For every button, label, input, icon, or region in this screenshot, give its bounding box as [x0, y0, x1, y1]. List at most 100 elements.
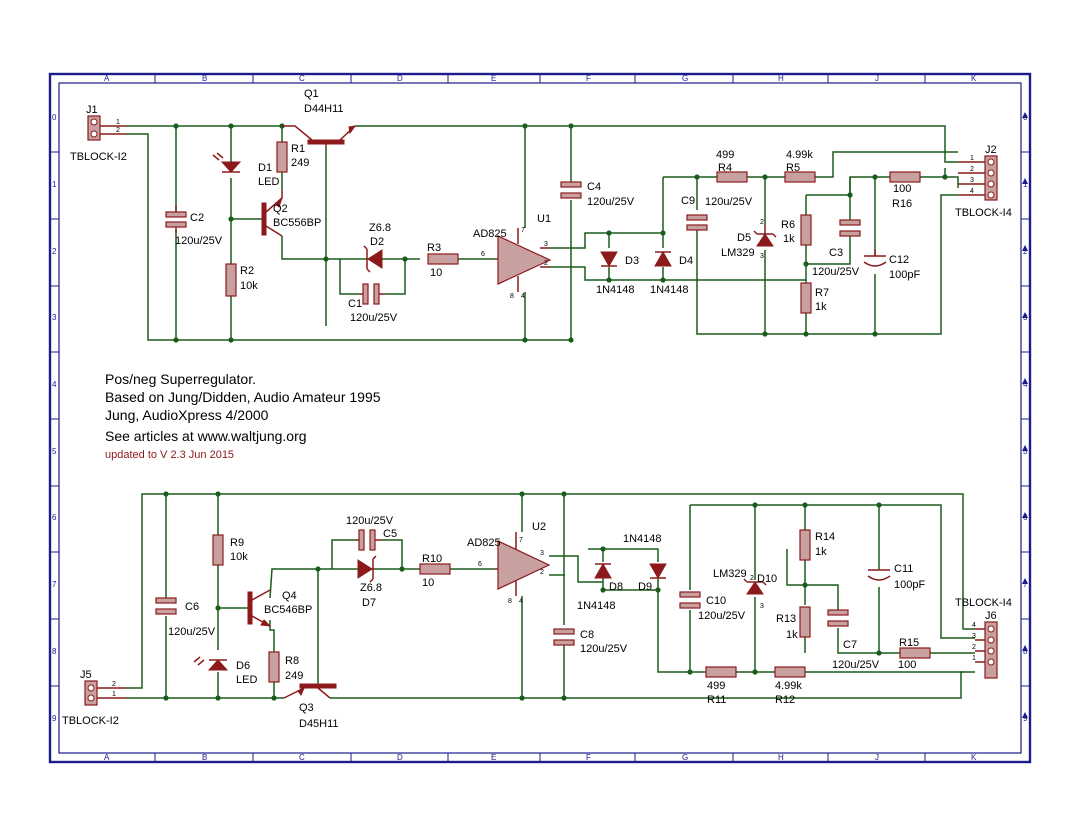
c11-ref: C11 — [894, 563, 913, 575]
zone-col-b-top: B — [202, 74, 207, 83]
resistor-r1: R1 249 — [276, 141, 309, 173]
c2-ref: C2 — [190, 212, 204, 224]
svg-text:4: 4 — [519, 598, 523, 605]
note-website: See articles at www.waltjung.org — [105, 428, 307, 444]
capacitor-c1: C1 120u/25V — [348, 283, 398, 324]
c7-ref: C7 — [843, 639, 857, 651]
transistor-q1: Q1 D44H11 — [282, 88, 357, 147]
zone-row-1-right: 1 — [1023, 180, 1028, 189]
zone-col-d-bottom: D — [397, 753, 403, 762]
j1-ref: J1 — [86, 104, 98, 116]
resistor-r4: 499 R4 — [716, 149, 748, 183]
c10-value: 120u/25V — [698, 610, 746, 622]
svg-text:1: 1 — [972, 655, 976, 662]
resistor-r12: 4.99k R12 — [774, 666, 806, 706]
zone-col-j-bottom: J — [875, 753, 879, 762]
capacitor-c3: C3 120u/25V — [812, 219, 861, 278]
capacitor-c12: C12 100pF — [863, 250, 920, 281]
capacitor-c10: C10 120u/25V — [679, 591, 746, 622]
zone-row-2-left: 2 — [52, 247, 57, 256]
resistor-r5: 4.99k R5 — [784, 149, 816, 183]
r9-ref: R9 — [230, 537, 244, 549]
svg-text:2: 2 — [760, 219, 764, 226]
resistor-r15: R15 100 — [898, 637, 931, 671]
q1-ref: Q1 — [304, 88, 319, 100]
c10-ref: C10 — [706, 595, 726, 607]
d6-ref: D6 — [236, 660, 250, 672]
svg-text:3: 3 — [544, 241, 548, 248]
opamp-u2: 6 3 2 7 4 8 U2 AD825 — [467, 521, 551, 605]
zone-row-8-left: 8 — [52, 647, 57, 656]
r5-ref: R5 — [786, 162, 800, 174]
r10-value: 10 — [422, 577, 434, 589]
diode-d4: D4 1N4148 — [650, 250, 693, 296]
reference-d10: 2 3 LM329 D10 — [713, 568, 777, 610]
zone-col-k-bottom: K — [971, 753, 977, 762]
zone-col-a-top: A — [104, 74, 110, 83]
zener-d7: Z6.8 D7 — [357, 555, 382, 609]
zone-col-e-bottom: E — [491, 753, 496, 762]
u2-ref: U2 — [532, 521, 546, 533]
c12-value: 100pF — [889, 269, 920, 281]
u2-value: AD825 — [467, 537, 501, 549]
r15-value: 100 — [898, 659, 916, 671]
c3-value: 120u/25V — [812, 266, 860, 278]
note-based-on: Based on Jung/Didden, Audio Amateur 1995 — [105, 389, 381, 405]
d2-value: Z6.8 — [369, 222, 391, 234]
r14-value: 1k — [815, 546, 827, 558]
zone-row-6-right: 6 — [1023, 513, 1028, 522]
zone-ticks — [50, 74, 1030, 762]
zone-row-8-right: 8 — [1023, 647, 1028, 656]
zone-arrows — [1022, 112, 1028, 718]
r5-value: 4.99k — [786, 149, 813, 161]
connector-j2: 1 2 3 4 J2 TBLOCK-I4 — [955, 144, 1012, 219]
capacitor-c4: C4 120u/25V — [560, 181, 635, 208]
r1-ref: R1 — [291, 143, 305, 155]
d1-value: LED — [258, 176, 279, 188]
svg-text:8: 8 — [508, 598, 512, 605]
bottom-wires — [126, 493, 975, 699]
svg-text:6: 6 — [481, 251, 485, 258]
c5-value: 120u/25V — [346, 515, 394, 527]
svg-text:2: 2 — [972, 644, 976, 651]
connector-j1: 1 2 J1 TBLOCK-I2 — [70, 104, 127, 163]
zone-row-7-right: 7 — [1023, 580, 1028, 589]
d1-ref: D1 — [258, 162, 272, 174]
r12-value: 4.99k — [775, 680, 802, 692]
diode-d9: D9 1N4148 — [623, 533, 667, 593]
capacitor-c8: C8 120u/25V — [553, 628, 628, 655]
note-title: Pos/neg Superregulator. — [105, 371, 256, 387]
d3-ref: D3 — [625, 255, 639, 267]
reference-d5: 2 3 D5 LM329 — [721, 219, 777, 260]
zone-col-g-bottom: G — [682, 753, 688, 762]
j1-value: TBLOCK-I2 — [70, 151, 127, 163]
resistor-r9: R9 10k — [212, 534, 248, 566]
zone-col-d-top: D — [397, 74, 403, 83]
zone-row-0-right: 0 — [1023, 113, 1028, 122]
svg-text:2: 2 — [970, 166, 974, 173]
svg-text:2: 2 — [116, 127, 120, 134]
u1-value: AD825 — [473, 228, 507, 240]
r2-ref: R2 — [240, 265, 254, 277]
svg-text:4: 4 — [972, 622, 976, 629]
capacitor-c11: C11 100pF — [867, 563, 925, 591]
zone-col-g-top: G — [682, 74, 688, 83]
c1-ref: C1 — [348, 298, 362, 310]
r9-value: 10k — [230, 551, 248, 563]
svg-text:1: 1 — [116, 119, 120, 126]
d2-ref: D2 — [370, 236, 384, 248]
zone-col-e-top: E — [491, 74, 496, 83]
zone-col-j-top: J — [875, 74, 879, 83]
r16-ref: R16 — [892, 198, 912, 210]
zone-row-9-right: 9 — [1023, 714, 1028, 723]
r6-value: 1k — [783, 233, 795, 245]
resistor-r11: 499 R11 — [705, 666, 737, 706]
svg-text:3: 3 — [972, 633, 976, 640]
zone-row-5-right: 5 — [1023, 447, 1028, 456]
c5-ref: C5 — [383, 528, 397, 540]
zone-col-f-bottom: F — [586, 753, 591, 762]
resistor-r16: 100 R16 — [889, 171, 921, 210]
c6-ref: C6 — [185, 601, 199, 613]
resistor-r13: R13 1k — [776, 606, 811, 641]
resistor-r14: R14 1k — [799, 529, 835, 561]
